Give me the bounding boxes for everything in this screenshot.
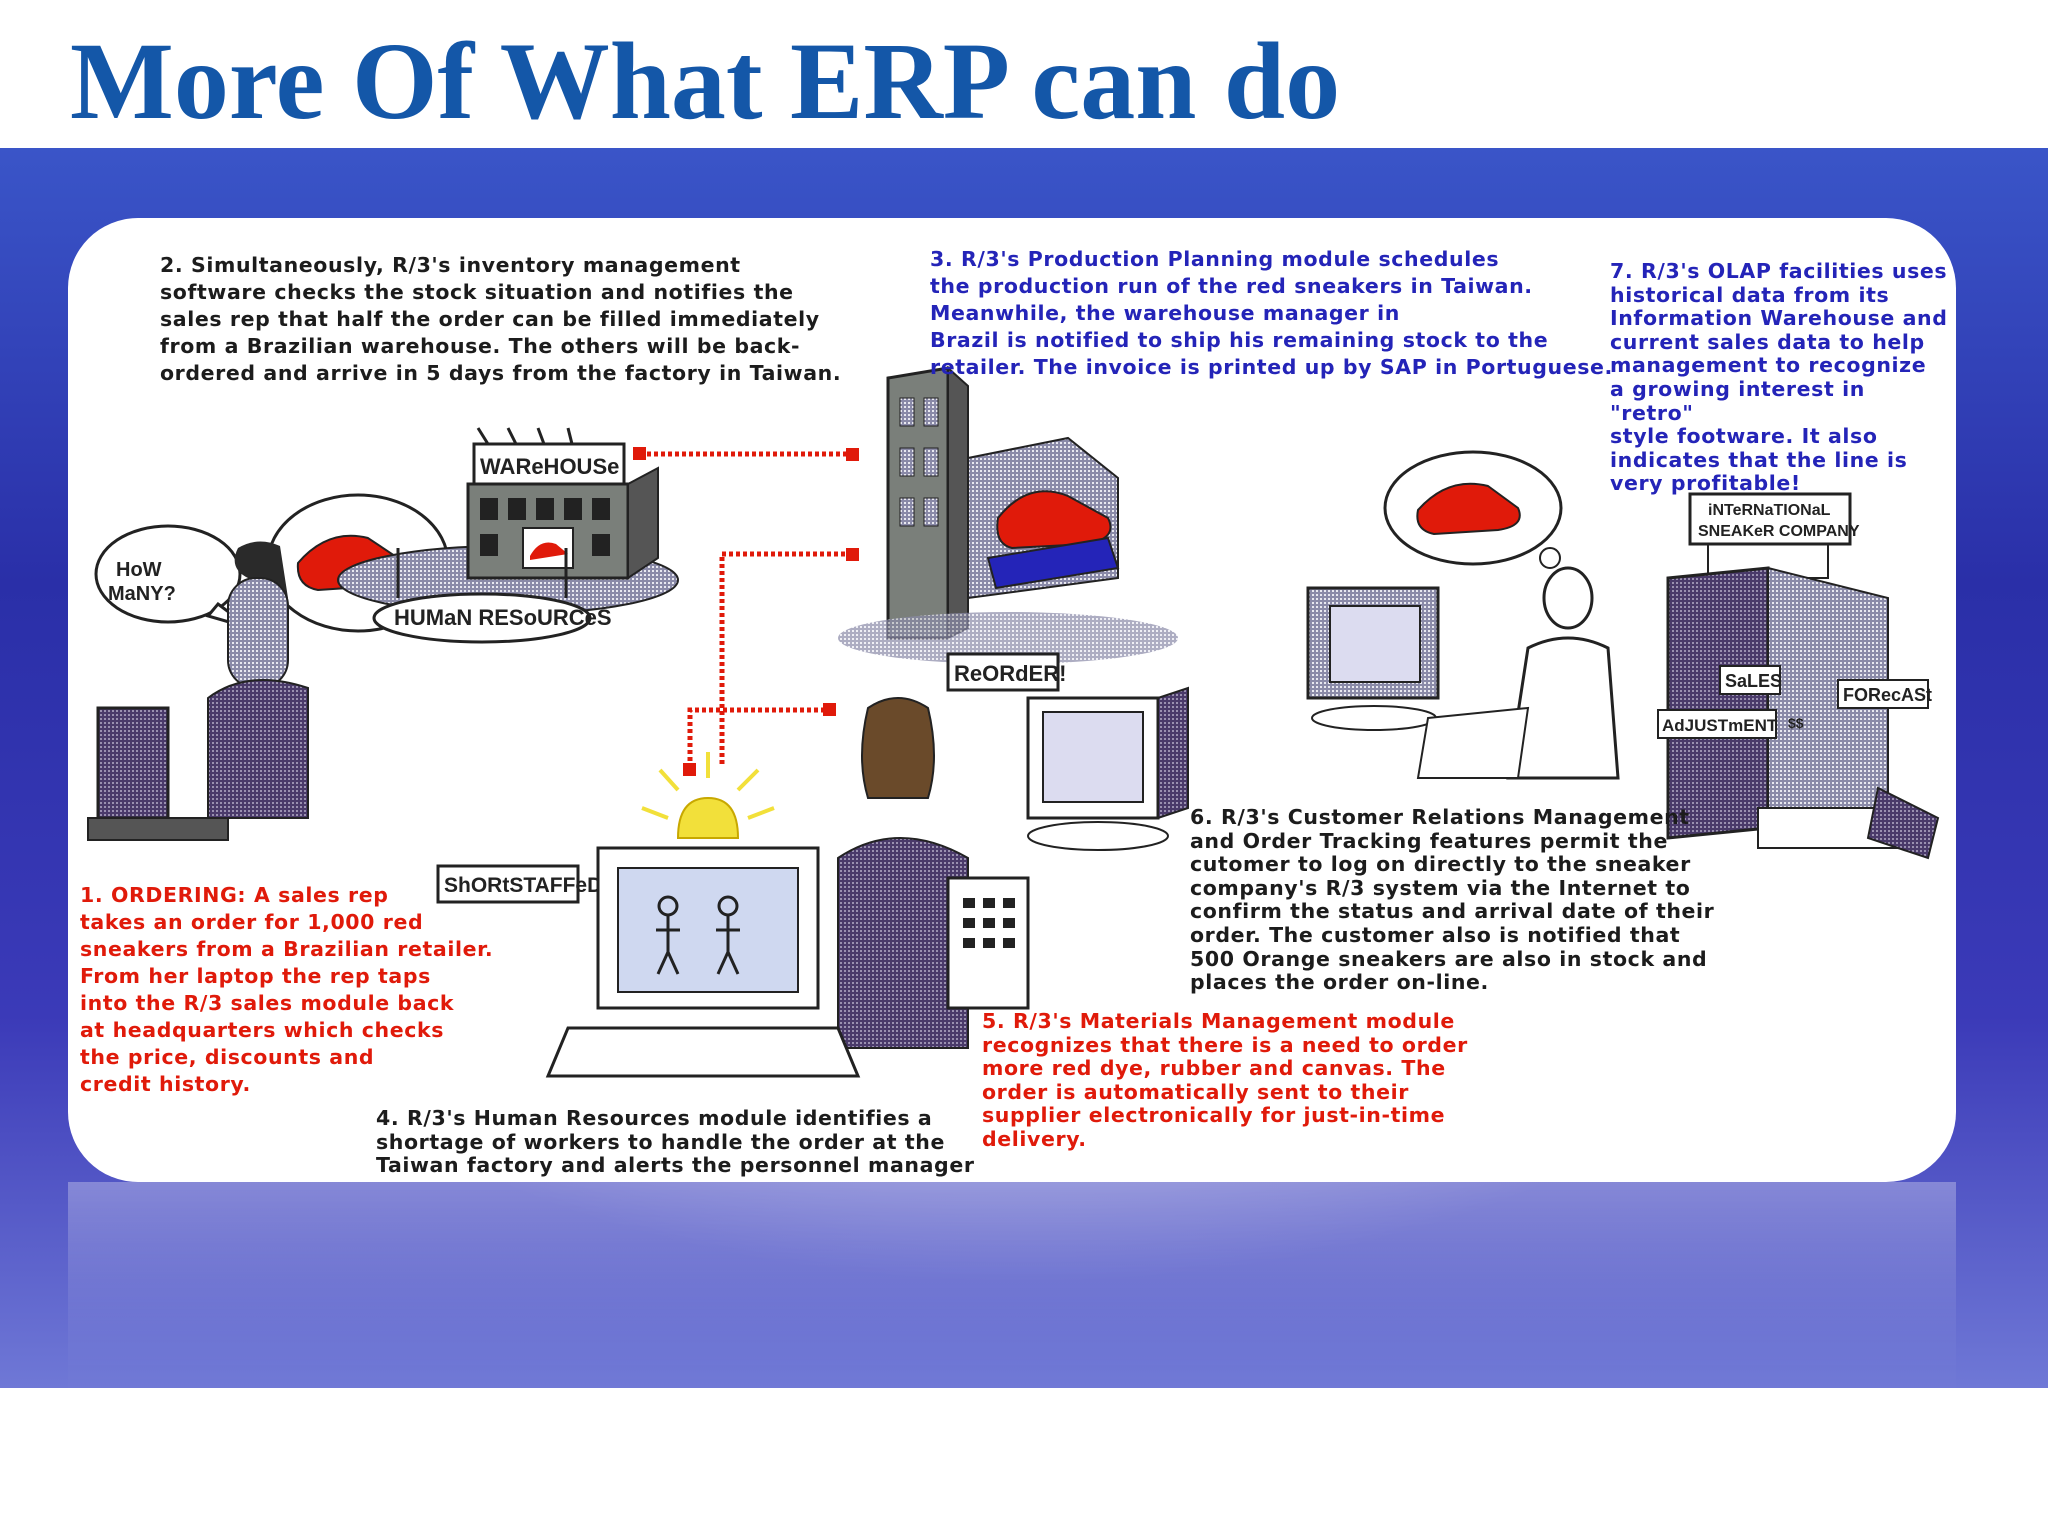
svg-text:HoW: HoW: [116, 559, 162, 581]
sneaker-company-label: SNEAKeR COMPANY: [1698, 523, 1860, 540]
alarm-light-icon: [676, 796, 740, 839]
step-7-text: 7. R/3's OLAP facilities uses historical…: [1610, 259, 1948, 496]
step-1-text: 1. ORDERING: A sales rep takes an order …: [80, 883, 494, 1096]
keyboard: [545, 1026, 861, 1078]
international-sneaker-company: iNTeRNaTIONaL SNEAKeR COMPANY SaLES FORe…: [1657, 492, 1940, 860]
bottom-margin: [0, 1388, 2048, 1536]
how-many-line-1: HoW: [116, 559, 162, 581]
international-label: iNTeRNaTIONaL: [1708, 502, 1831, 519]
step-3-text: 3. R/3's Production Planning module sche…: [930, 247, 1613, 379]
reorder-label: ReORdER!: [954, 661, 1066, 686]
forecast-label: FORecASt: [1843, 685, 1932, 705]
connector-node: [823, 703, 836, 716]
shortstaffed-label: ShORtSTAFFeD!: [444, 874, 609, 897]
connector-node: [846, 548, 859, 561]
diagram-panel: HoW MaNY? WAReHOUSe: [68, 218, 1956, 1182]
laptop-base: [87, 817, 229, 841]
warehouse-label: WAReHOUSe: [480, 454, 619, 479]
connector-lines: [640, 451, 850, 768]
sales-rep-figure: HoW MaNY?: [87, 493, 450, 841]
slide-title: More Of What ERP can do: [70, 20, 1341, 142]
sales-label: SaLES: [1725, 671, 1782, 691]
sneaker-icon: [996, 490, 1112, 550]
connector-hr-personnel: [687, 707, 828, 768]
connector-factory-hr: [719, 551, 850, 764]
human-resources-sign: HUMaN RESoURCeS: [372, 548, 612, 644]
human-resources-label: HUMaN RESoURCeS: [394, 605, 612, 630]
connector-node: [633, 447, 646, 460]
step-6-text: 6. R/3's Customer Relations Management a…: [1190, 805, 1715, 995]
customer-figure: [1306, 450, 1620, 780]
illustration-canvas: HoW MaNY? WAReHOUSe: [87, 365, 1940, 1078]
connector-nodes: [633, 447, 859, 776]
shortstaffed-monitor: ShORtSTAFFeD!: [436, 752, 861, 1078]
workers-icon: [656, 895, 740, 975]
speech-bubble: [94, 524, 242, 624]
connector-node: [846, 448, 859, 461]
adjustment-label: AdJUSTmENT: [1662, 716, 1778, 735]
reorder-computer: ReORdER!: [946, 652, 1189, 851]
step-5-text: 5. R/3's Materials Management module rec…: [982, 1009, 1468, 1151]
laptop-screen: [96, 706, 170, 820]
step-2-text: 2. Simultaneously, R/3's inventory manag…: [160, 253, 842, 385]
dollars-label: $$: [1788, 715, 1804, 731]
personnel-manager-figure: [837, 697, 1030, 1049]
how-many-line-2: MaNY?: [108, 583, 176, 605]
sneaker-icon: [1416, 482, 1521, 536]
conveyor-belt: [986, 536, 1120, 590]
factory-building: [838, 365, 1178, 664]
connector-node: [683, 763, 696, 776]
step-4-text: 4. R/3's Human Resources module identifi…: [376, 1106, 975, 1178]
